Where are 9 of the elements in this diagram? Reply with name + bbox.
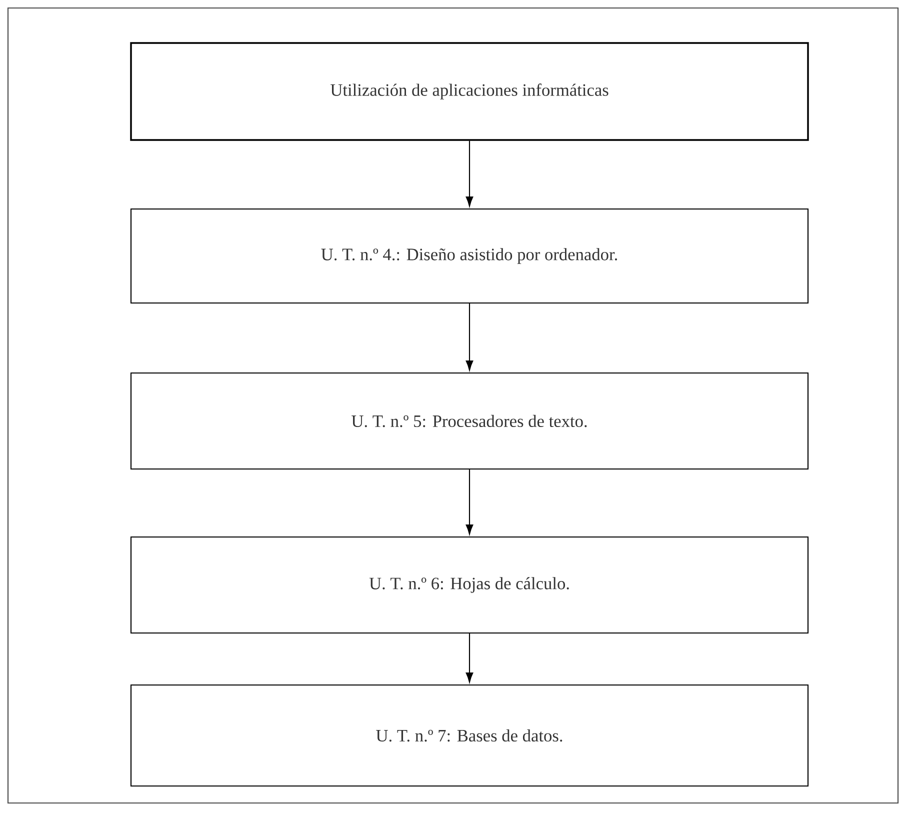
arrow [466,140,474,207]
arrow [466,304,474,371]
arrow [466,470,474,535]
arrow [466,634,474,683]
process-box: U. T. n.º 4.: Diseño asistido por ordenador. [130,208,809,304]
process-box: Utilización de aplicaciones informáticas [130,42,809,141]
process-box: U. T. n.º 6: Hojas de cálculo. [130,536,809,634]
process-box: U. T. n.º 7: Bases de datos. [130,684,809,787]
process-box: U. T. n.º 5: Procesadores de texto. [130,372,809,470]
